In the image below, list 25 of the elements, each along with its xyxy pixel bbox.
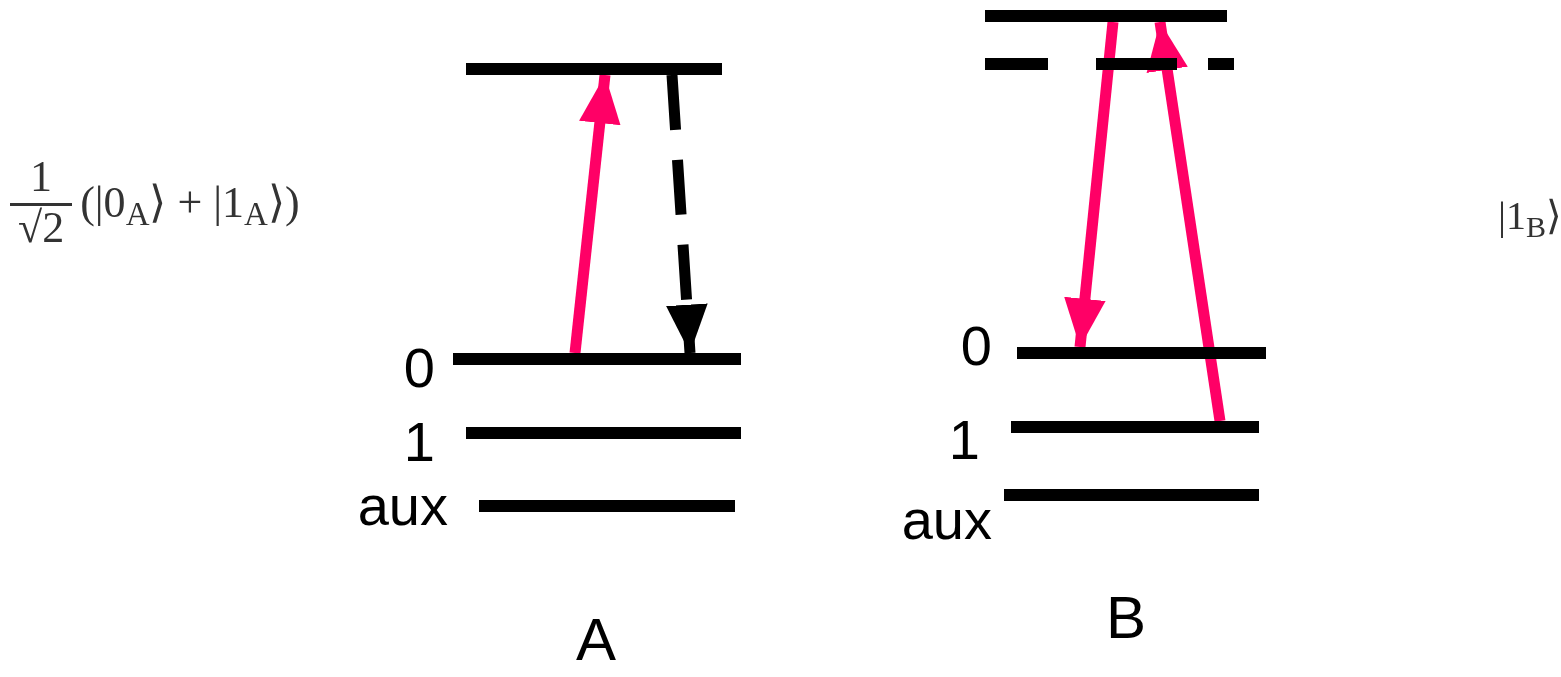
fraction-denominator: √2 — [10, 203, 73, 250]
energy-level-bar — [985, 10, 1227, 22]
energy-level-bar — [1017, 347, 1266, 359]
system-label: A — [576, 610, 617, 670]
energy-level-bar — [1011, 421, 1259, 433]
energy-level-bar — [479, 500, 735, 512]
transition-arrow — [569, 74, 621, 354]
energy-level-bar — [466, 63, 722, 75]
level-label: 1 — [402, 414, 435, 470]
transition-arrow — [666, 74, 708, 354]
transition-arrow — [1064, 21, 1119, 348]
dashed-energy-level-bar — [985, 58, 1234, 70]
transition-arrow — [1146, 21, 1226, 422]
energy-level-bar — [453, 353, 741, 365]
level-label: 1 — [947, 412, 980, 468]
superposition-state: (|0$_{A}$⟩ + |1$_{A}$⟩) — [80, 180, 300, 225]
fraction-numerator: 1 — [29, 155, 54, 199]
level-label: aux — [356, 478, 448, 534]
state-label: |1$_{B}$⟩ — [1498, 196, 1561, 236]
level-label: aux — [900, 492, 992, 548]
level-label: 0 — [402, 340, 435, 396]
system-label: B — [1106, 588, 1147, 648]
energy-level-bar — [466, 427, 741, 439]
energy-level-bar — [1004, 489, 1259, 501]
level-label: 0 — [959, 318, 992, 374]
